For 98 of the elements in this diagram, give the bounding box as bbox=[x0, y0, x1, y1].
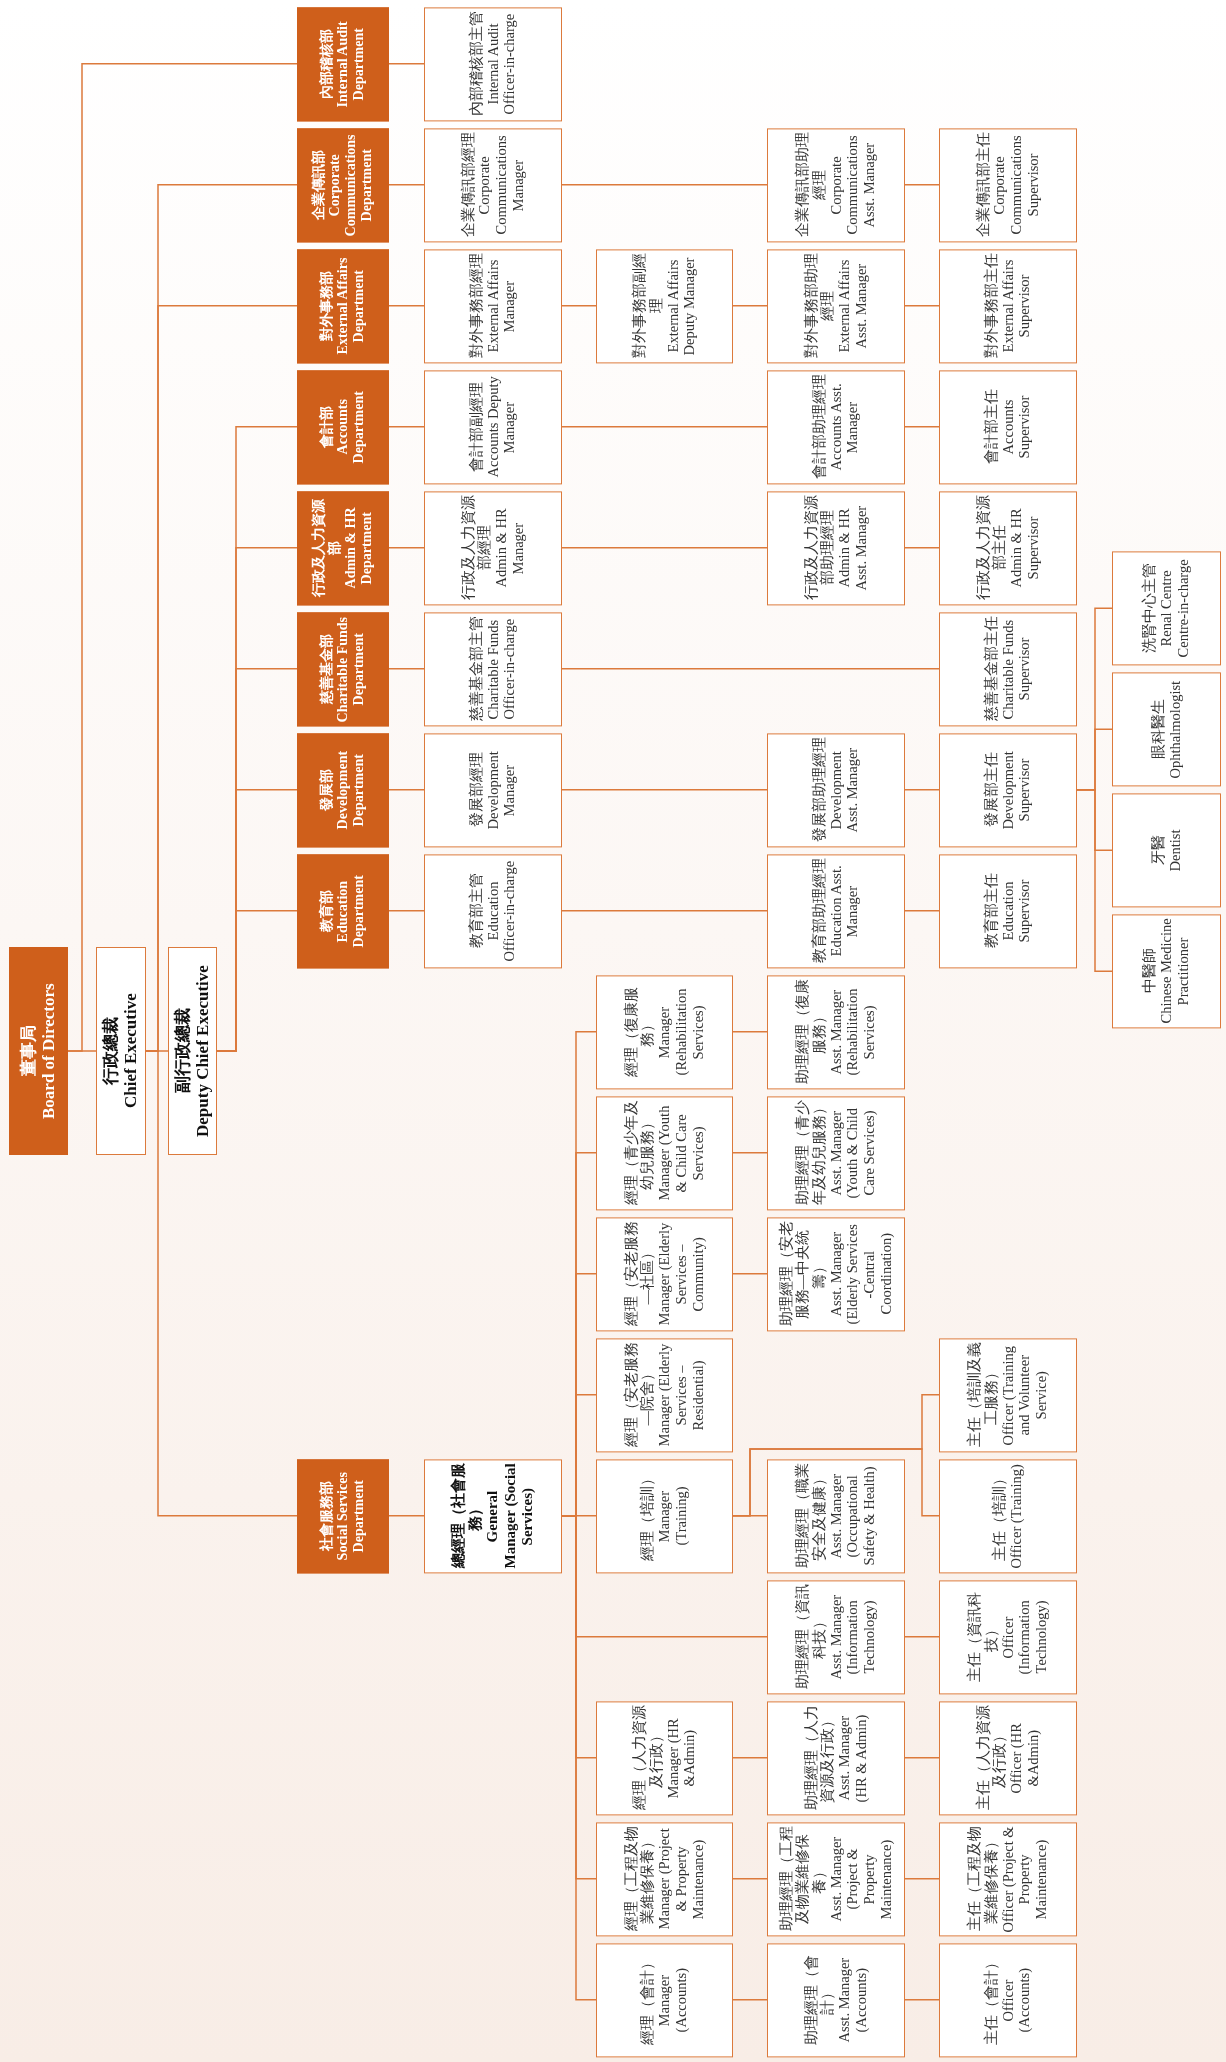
position-box: 中醫師 Chinese Medicine Practitioner bbox=[1112, 914, 1221, 1029]
position-box: 行政及人力資源部經理 Admin & HR Manager bbox=[424, 490, 562, 605]
position-box: 對外事務部副經理 External Affairs Deputy Manager bbox=[596, 248, 733, 363]
position-box: 助理經理（安老服務—中央統籌） Asst. Manager (Elderly Services -Central Coordination) bbox=[767, 1216, 905, 1331]
connector-line bbox=[732, 1757, 768, 1759]
connector-line bbox=[561, 668, 940, 670]
position-box: 主任（人力資源及行政） Officer (HR &Admin) bbox=[939, 1700, 1077, 1815]
position-box: 經理（復康服務） Manager (Rehabilitation Services) bbox=[596, 974, 733, 1089]
connector-line bbox=[904, 1757, 940, 1759]
connector-line bbox=[904, 426, 940, 428]
position-box: 教育部主任 Education Supervisor bbox=[939, 853, 1077, 968]
position-box: 教育部助理經理 Education Asst. Manager bbox=[767, 853, 905, 968]
department-box: 社會服務部 Social Services Department bbox=[297, 1458, 389, 1573]
position-box: 主任（培訓） Officer (Training) bbox=[939, 1458, 1077, 1573]
position-box: 洗腎中心主管 Renal Centre Centre-in-charge bbox=[1112, 551, 1221, 666]
position-box: 總經理（社會服務） General Manager (Social Services) bbox=[424, 1458, 562, 1573]
connector-line bbox=[388, 1515, 425, 1517]
connector-line bbox=[388, 184, 425, 186]
position-box: 發展部經理 Development Manager bbox=[424, 732, 562, 847]
position-box: 助理經理（青少年及幼兒服務） Asst. Manager (Youth & Child Care Services) bbox=[767, 1095, 905, 1210]
connector-line bbox=[732, 1152, 768, 1154]
position-box: 慈善基金部主任 Charitable Funds Supervisor bbox=[939, 611, 1077, 726]
position-box: 助理經理（資訊科技） Asst. Manager (Information Technology) bbox=[767, 1579, 905, 1694]
connector-line bbox=[904, 1999, 940, 2001]
connector-line bbox=[67, 63, 298, 1052]
department-box: 行政及人力資源部 Admin & HR Department bbox=[297, 490, 389, 605]
position-box: 發展部助理經理 Development Asst. Manager bbox=[767, 732, 905, 847]
connector-line bbox=[732, 1999, 768, 2001]
position-box: 助理經理（復康服務） Asst. Manager (Rehabilitation Services) bbox=[767, 974, 905, 1089]
position-box: 內部稽核部主管 Internal Audit Officer-in-charge bbox=[424, 6, 562, 121]
connector-line bbox=[388, 305, 425, 307]
connector-line bbox=[388, 910, 425, 912]
position-box: 助理經理（工程及物業維修保養） Asst. Manager (Project & Property Maintenance) bbox=[767, 1821, 905, 1936]
position-box: 會計部助理經理 Accounts Asst. Manager bbox=[767, 369, 905, 484]
position-box: 會計部主任 Accounts Supervisor bbox=[939, 369, 1077, 484]
position-box: 會計部副經理 Accounts Deputy Manager bbox=[424, 369, 562, 484]
position-box: 企業傳訊部主任 Corporate Communications Supervisor bbox=[939, 127, 1077, 242]
connector-line bbox=[732, 1448, 940, 1517]
position-box: 眼科醫生 Ophthalmologist bbox=[1112, 672, 1221, 787]
connector-line bbox=[732, 305, 768, 307]
connector-line bbox=[904, 1878, 940, 1880]
position-box: 牙醫 Dentist bbox=[1112, 793, 1221, 908]
position-box: 對外事務部助理經理 External Affairs Asst. Manager bbox=[767, 248, 905, 363]
position-box: 助理經理（會計） Asst. Manager (Accounts) bbox=[767, 1942, 905, 2057]
position-box: 主任（工程及物業維修保養） Officer (Project & Property Maintenance) bbox=[939, 1821, 1077, 1936]
position-box: 主任（培訓及義工服務） Officer (Training and Volunteer Service) bbox=[939, 1337, 1077, 1452]
connector-line bbox=[561, 305, 597, 307]
position-box: 發展部主任 Development Supervisor bbox=[939, 732, 1077, 847]
connector-line bbox=[388, 668, 425, 670]
connector-line bbox=[561, 547, 768, 549]
connector-line bbox=[561, 910, 768, 912]
connector-line bbox=[561, 789, 768, 791]
connector-line bbox=[904, 1636, 940, 1638]
position-box: 經理（安老服務—社區） Manager (Elderly Services – Community) bbox=[596, 1216, 733, 1331]
connector-line bbox=[216, 910, 298, 1052]
connector-line bbox=[904, 547, 940, 549]
position-box: 經理（人力資源及行政） Manager (HR &Admin) bbox=[596, 1700, 733, 1815]
position-box: 對外事務部經理 External Affairs Manager bbox=[424, 248, 562, 363]
connector-line bbox=[561, 426, 768, 428]
connector-line bbox=[904, 184, 940, 186]
position-box: 行政總裁 Chief Executive bbox=[96, 947, 146, 1155]
department-box: 會計部 Accounts Department bbox=[297, 369, 389, 484]
board-box: 董事局 Board of Directors bbox=[9, 947, 68, 1155]
department-box: 教育部 Education Department bbox=[297, 853, 389, 968]
position-box: 企業傳訊部經理 Corporate Communications Manager bbox=[424, 127, 562, 242]
connector-line bbox=[904, 910, 940, 912]
position-box: 慈善基金部主管 Charitable Funds Officer-in-charge bbox=[424, 611, 562, 726]
department-box: 對外事務部 External Affairs Department bbox=[297, 248, 389, 363]
position-box: 經理（工程及物業維修保養） Manager (Project & Property Maintenance) bbox=[596, 1821, 733, 1936]
position-box: 主任（會計） Officer (Accounts) bbox=[939, 1942, 1077, 2057]
connector-line bbox=[732, 1031, 768, 1033]
position-box: 行政及人力資源部主任 Admin & HR Supervisor bbox=[939, 490, 1077, 605]
position-box: 助理經理（職業安全及健康） Asst. Manager (Occupational Safety & Health) bbox=[767, 1458, 905, 1573]
position-box: 經理（培訓） Manager (Training) bbox=[596, 1458, 733, 1573]
connector-line bbox=[561, 184, 768, 186]
position-box: 副行政總裁 Deputy Chief Executive bbox=[168, 947, 217, 1155]
position-box: 經理（會計） Manager (Accounts) bbox=[596, 1942, 733, 2057]
position-box: 經理（青少年及幼兒服務） Manager (Youth & Child Care Services) bbox=[596, 1095, 733, 1210]
connector-line bbox=[904, 305, 940, 307]
connector-line bbox=[388, 789, 425, 791]
position-box: 主任（資訊科技） Officer (Information Technology) bbox=[939, 1579, 1077, 1694]
department-box: 發展部 Development Department bbox=[297, 732, 389, 847]
connector-line bbox=[388, 426, 425, 428]
connector-line bbox=[1076, 789, 1113, 973]
department-box: 內部稽核部 Internal Audit Department bbox=[297, 6, 389, 121]
position-box: 經理（安老服務—院舍） Manager (Elderly Services – Residential) bbox=[596, 1337, 733, 1452]
connector-line bbox=[732, 1878, 768, 1880]
position-box: 行政及人力資源部助理經理 Admin & HR Asst. Manager bbox=[767, 490, 905, 605]
department-box: 企業傳訊部 Corporate Communications Department bbox=[297, 127, 389, 242]
connector-line bbox=[388, 547, 425, 549]
connector-line bbox=[904, 789, 940, 791]
connector-line bbox=[388, 63, 425, 65]
position-box: 企業傳訊部助理經理 Corporate Communications Asst. Manager bbox=[767, 127, 905, 242]
position-box: 助理經理（人力資源及行政） Asst. Manager (HR & Admin) bbox=[767, 1700, 905, 1815]
position-box: 對外事務部主任 External Affairs Supervisor bbox=[939, 248, 1077, 363]
position-box: 教育部主管 Education Officer-in-charge bbox=[424, 853, 562, 968]
connector-line bbox=[732, 1273, 768, 1275]
department-box: 慈善基金部 Charitable Funds Department bbox=[297, 611, 389, 726]
